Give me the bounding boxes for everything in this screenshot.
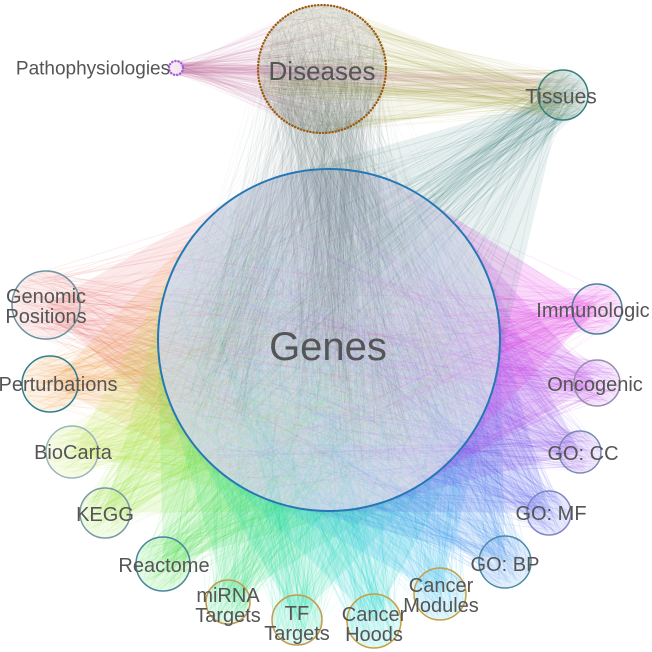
- edge-bundle-tf-targets-genes: [170, 186, 482, 644]
- genes-haze-layer: [158, 169, 500, 511]
- edge-bundle-biocarta-genes: [51, 203, 494, 491]
- node-label-perturbations: Perturbations: [0, 374, 117, 396]
- edge-bundle-cancer-modules-genes: [192, 208, 492, 619]
- node-biocarta[interactable]: [45, 425, 99, 479]
- node-pathophysiologies[interactable]: [167, 59, 185, 77]
- fan-wash-tissues: [258, 5, 563, 134]
- fan-wash-pathophysiologies: [176, 5, 386, 133]
- edge-bundle-kegg-genes: [82, 222, 495, 534]
- node-label-pathophysiologies: Pathophysiologies: [16, 59, 170, 80]
- node-label-kegg: KEGG: [76, 504, 134, 526]
- genes-inner-haze: [158, 169, 500, 511]
- node-genes[interactable]: [157, 168, 501, 512]
- node-label-diseases: Diseases: [269, 56, 376, 86]
- node-label-go-cc: GO: CC: [547, 443, 618, 465]
- edge-bundle-oncogenic-genes: [174, 212, 618, 500]
- edge-bundle-diseases-genes: [164, 7, 498, 506]
- node-mirna-targets[interactable]: [205, 579, 251, 625]
- node-tissues[interactable]: [537, 69, 589, 121]
- labels-layer: Genes Diseases PathophysiologiesTissuesGen…: [0, 56, 650, 646]
- node-oncogenic[interactable]: [573, 359, 621, 407]
- node-label-genes: Genes: [269, 325, 387, 369]
- node-go-mf[interactable]: [526, 490, 572, 536]
- edge-bundle-go-bp-genes: [198, 232, 530, 587]
- node-perturbations[interactable]: [21, 355, 79, 413]
- node-cancer-modules[interactable]: [413, 567, 467, 621]
- node-label-oncogenic: Oncogenic: [547, 374, 643, 396]
- edge-bundle-pathophysiologies-tissues: [169, 61, 587, 116]
- node-diseases[interactable]: [256, 3, 388, 135]
- node-go-bp[interactable]: [478, 535, 532, 589]
- node-go-cc[interactable]: [558, 430, 602, 474]
- edge-bundle-tissues-genes: [164, 71, 585, 485]
- edge-bundle-diseases-diseases: [257, 4, 387, 134]
- edge-bundle-genomic-positions-genes: [13, 181, 448, 494]
- edge-bundle-reactome-genes: [141, 199, 497, 589]
- node-label-biocarta: BioCarta: [34, 442, 113, 464]
- node-genomic-positions[interactable]: [11, 270, 81, 340]
- node-label-immunologic: Immunologic: [536, 300, 649, 322]
- edge-bundle-perturbations-genes: [26, 182, 459, 487]
- edge-bundle-cancer-hoods-genes: [164, 206, 481, 645]
- node-label-go-mf: GO: MF: [515, 503, 586, 525]
- node-label-go-bp: GO: BP: [471, 554, 540, 576]
- edge-layer-top: [13, 4, 621, 645]
- edge-bundle-go-mf-genes: [168, 206, 565, 529]
- edge-bundle-immunologic-genes: [167, 191, 621, 490]
- node-tf-targets[interactable]: [271, 594, 323, 646]
- node-immunologic[interactable]: [571, 283, 623, 335]
- node-label-reactome: Reactome: [118, 555, 209, 577]
- edge-bundle-tissues-diseases: [258, 5, 587, 134]
- edge-bundle-mirna-targets-genes: [182, 195, 454, 623]
- node-kegg[interactable]: [79, 487, 131, 539]
- edge-bundle-pathophysiologies-diseases: [169, 5, 386, 133]
- node-label-tissues: Tissues: [525, 85, 597, 108]
- edge-bundle-go-cc-genes: [197, 203, 600, 492]
- node-cancer-hoods[interactable]: [346, 593, 402, 649]
- node-reactome[interactable]: [135, 536, 191, 592]
- nodes-layer: [11, 3, 623, 649]
